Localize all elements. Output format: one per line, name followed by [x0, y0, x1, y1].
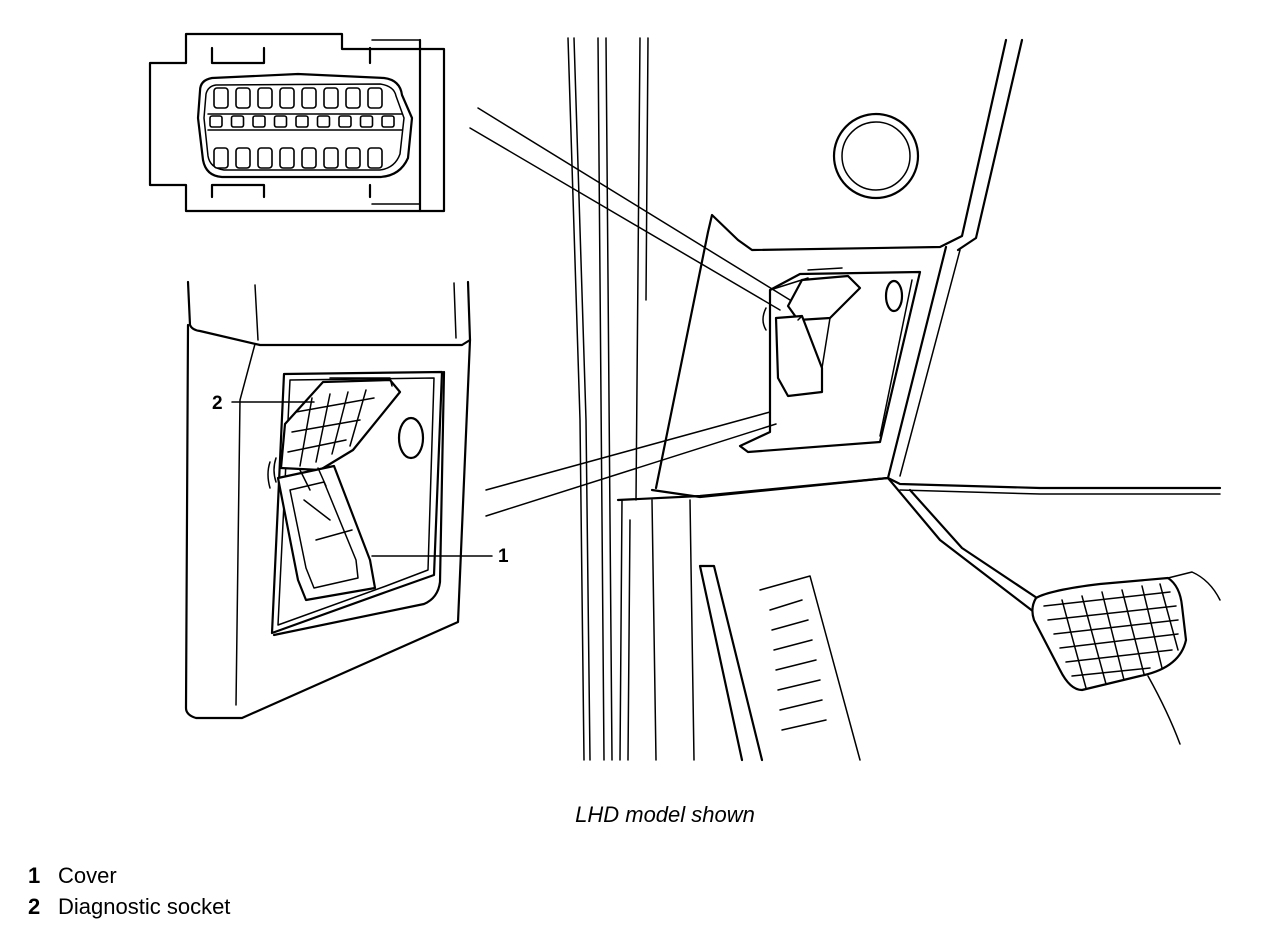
connector-pin — [214, 88, 228, 108]
connector-contact — [318, 116, 330, 127]
connector-contact — [382, 116, 394, 127]
connector-pin — [280, 88, 294, 108]
connector-contact — [253, 116, 265, 127]
connector-contact — [296, 116, 308, 127]
connector-pin — [346, 88, 360, 108]
connector-contact — [232, 116, 244, 127]
connector-pin-grid — [210, 88, 394, 168]
connector-pin — [302, 88, 316, 108]
connector-pin — [368, 88, 382, 108]
connector-pin — [302, 148, 316, 168]
connector-pin — [236, 148, 250, 168]
callout-2-number: 2 — [212, 393, 223, 414]
connector-contact — [339, 116, 351, 127]
connector-pin — [236, 88, 250, 108]
figure-caption: LHD model shown — [575, 802, 755, 827]
legend-item-diagnostic-socket: 2 Diagnostic socket — [28, 891, 230, 922]
connector-contact — [361, 116, 373, 127]
legend-item-number: 1 — [28, 863, 41, 888]
legend-item-number: 2 — [28, 894, 41, 919]
connector-pin — [368, 148, 382, 168]
pillar-and-panel-view — [470, 38, 1220, 760]
connector-pin — [214, 148, 228, 168]
legend-item-cover: 1 Cover — [28, 860, 230, 891]
connector-pin — [324, 148, 338, 168]
connector-pin — [258, 88, 272, 108]
cover-closeup-detail — [186, 282, 470, 718]
connector-pin — [280, 148, 294, 168]
callout-1-number: 1 — [498, 546, 509, 567]
connector-contact — [210, 116, 222, 127]
connector-pin — [346, 148, 360, 168]
connector-contact — [275, 116, 287, 127]
legend-item-label: Diagnostic socket — [58, 894, 231, 919]
connector-pin — [324, 88, 338, 108]
legend-item-label: Cover — [58, 863, 117, 888]
connector-pin — [258, 148, 272, 168]
callout-1: 1 — [372, 546, 509, 567]
callout-2: 2 — [212, 393, 314, 414]
callout-legend: 1 Cover 2 Diagnostic socket — [28, 860, 230, 922]
